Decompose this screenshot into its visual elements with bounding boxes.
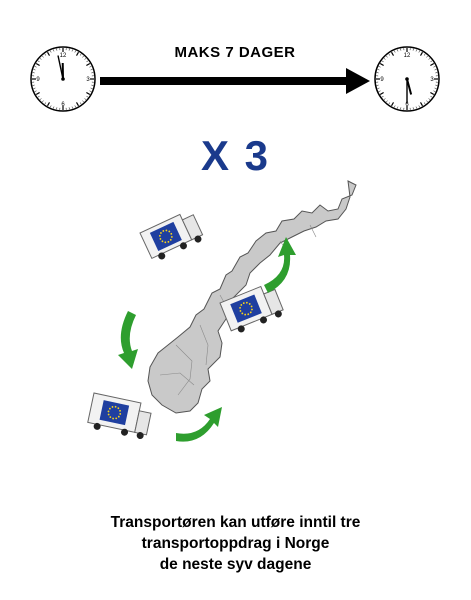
clock-numeral-12: 12 xyxy=(60,53,67,59)
green-curved-arrow-icon xyxy=(264,237,296,293)
start-clock: 12 3 6 9 xyxy=(28,44,98,119)
caption: Transportøren kan utføre inntil tre tran… xyxy=(40,512,431,575)
eu-truck-icon xyxy=(139,213,204,260)
caption-line-1: Transportøren kan utføre inntil tre xyxy=(110,514,361,531)
clock-numeral-6: 6 xyxy=(405,102,409,108)
trip-multiplier: X 3 xyxy=(200,132,271,179)
transport-cycle-diagram xyxy=(80,175,380,480)
green-curved-arrow-icon xyxy=(118,311,138,369)
clock-icon: 12 3 6 9 xyxy=(30,46,96,112)
clock-numeral-12: 12 xyxy=(404,53,411,59)
caption-line-3: de neste syv dagene xyxy=(159,556,312,573)
green-curved-arrow-icon xyxy=(176,407,222,442)
clock-numeral-9: 9 xyxy=(36,77,40,83)
clock-numeral-3: 3 xyxy=(430,77,434,83)
clock-numeral-6: 6 xyxy=(61,102,65,108)
clock-numeral-9: 9 xyxy=(380,77,384,83)
right-arrow-icon xyxy=(100,66,372,101)
clock-icon: 12 3 6 9 xyxy=(374,46,440,112)
caption-line-2: transportoppdrag i Norge xyxy=(141,535,330,552)
clock-numeral-3: 3 xyxy=(86,77,90,83)
eu-truck-icon xyxy=(219,285,284,333)
end-clock: 12 3 6 9 xyxy=(372,44,442,119)
norway-map-icon xyxy=(147,180,357,414)
eu-truck-icon xyxy=(87,392,152,440)
duration-label: MAKS 7 DAGER xyxy=(174,44,296,61)
clock-minute-hand xyxy=(57,55,64,80)
